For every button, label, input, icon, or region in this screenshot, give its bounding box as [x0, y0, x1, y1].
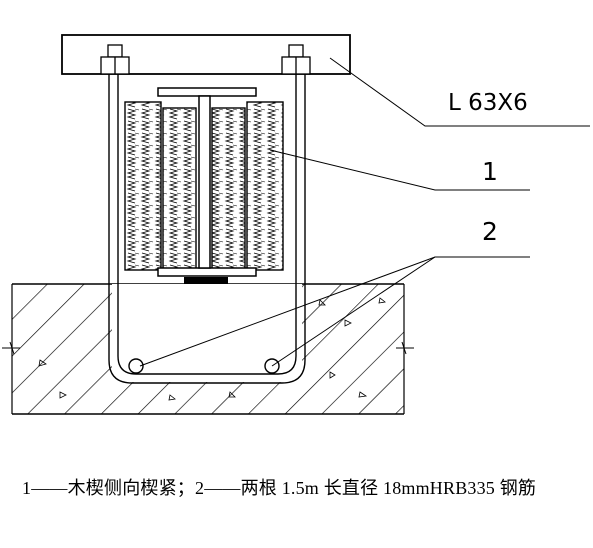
callout-2: 2 — [482, 217, 498, 246]
u-rebar — [108, 74, 306, 384]
i-beam — [157, 87, 257, 277]
bolt-right — [281, 44, 311, 75]
figure-caption: 1——木楔侧向楔紧；2——两根 1.5m 长直径 18mmHRB335 钢筋 — [22, 478, 537, 498]
callout-1: 1 — [482, 157, 498, 186]
angle-steel-label: L 63X6 — [448, 90, 528, 116]
bolt-left — [100, 44, 130, 75]
wood-wedges — [124, 101, 284, 271]
rebar-section-left — [128, 358, 144, 374]
leader-lines — [139, 57, 590, 367]
base-shim — [184, 277, 228, 284]
